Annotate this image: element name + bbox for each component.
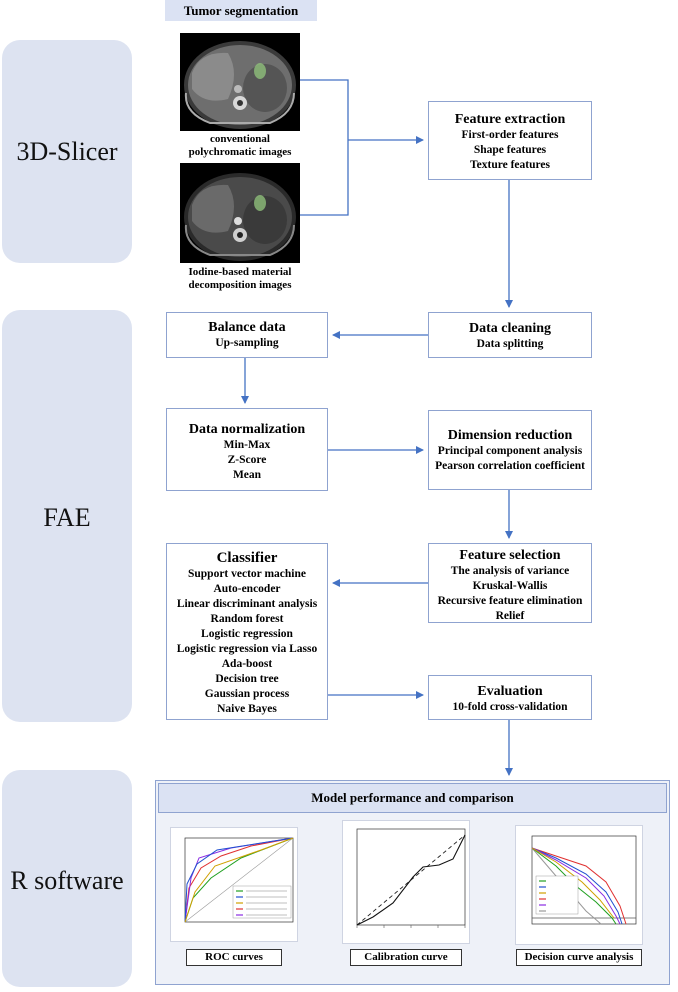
balance-data-box: Balance data Up-sampling [166,312,328,358]
feature-extraction-line: Texture features [470,159,550,171]
data-normalization-line: Mean [232,469,262,481]
data-cleaning-line: Data splitting [476,338,544,350]
feature-extraction-line: First-order features [461,129,559,141]
stage-3d-slicer: 3D-Slicer [2,40,132,263]
ct-conventional-image [180,33,300,131]
data-normalization-line: Min-Max [223,439,271,451]
balance-data-title: Balance data [208,320,286,335]
calibration-curve-label: Calibration curve [350,949,462,966]
stage-label-3d-slicer: 3D-Slicer [16,137,118,166]
dimension-reduction-box: Dimension reduction Principal component … [428,410,592,490]
classifier-line: Support vector machine [188,568,306,580]
classifier-line: Naive Bayes [217,703,277,715]
classifier-line: Decision tree [215,673,279,685]
feature-extraction-box: Feature extraction First-order features … [428,101,592,180]
balance-data-line: Up-sampling [215,337,279,349]
classifier-line: Random forest [210,613,284,625]
conventional-caption-line-1: conventional [210,133,270,145]
data-cleaning-title: Data cleaning [468,321,552,336]
classifier-line: Gaussian process [204,688,290,700]
iodine-caption: Iodine-based material decomposition imag… [160,266,320,292]
dimension-reduction-title: Dimension reduction [447,428,573,443]
conventional-caption-line-2: polychromatic images [188,146,292,158]
tumor-segmentation-header: Tumor segmentation [165,0,317,21]
iodine-caption-line-1: Iodine-based material [188,266,292,278]
decision-curve-plot [515,825,643,945]
feature-selection-line: The analysis of variance [450,565,570,577]
stage-fae: FAE [2,310,132,722]
data-normalization-title: Data normalization [188,422,306,437]
evaluation-box: Evaluation 10-fold cross-validation [428,675,592,720]
feature-selection-line: Recursive feature elimination [437,595,583,607]
iodine-caption-line-2: decomposition images [188,279,292,291]
stage-label-r-software: R software [10,866,124,895]
dimension-reduction-line: Principal component analysis [437,445,583,457]
evaluation-title: Evaluation [477,684,543,699]
dimension-reduction-line: Pearson correlation coefficient [435,460,585,472]
classifier-line: Ada-boost [221,658,273,670]
data-normalization-box: Data normalization Min-Max Z-Score Mean [166,408,328,491]
roc-curves-label: ROC curves [186,949,282,966]
data-cleaning-box: Data cleaning Data splitting [428,312,592,358]
classifier-box: Classifier Support vector machine Auto-e… [166,543,328,720]
feature-selection-box: Feature selection The analysis of varian… [428,543,592,623]
calibration-curve-plot [342,820,470,944]
model-performance-title: Model performance and comparison [311,790,514,805]
feature-extraction-title: Feature extraction [454,112,566,127]
decision-curve-analysis-label: Decision curve analysis [516,949,642,966]
roc-curves-plot [170,827,298,942]
stage-r-software: R software [2,770,132,987]
classifier-line: Logistic regression [201,628,293,640]
feature-selection-line: Relief [495,610,525,622]
model-performance-header: Model performance and comparison [158,783,667,813]
conventional-caption: conventional polychromatic images [165,133,315,159]
classifier-line: Linear discriminant analysis [176,598,318,610]
feature-selection-line: Kruskal-Wallis [472,580,548,592]
classifier-title: Classifier [216,550,278,566]
evaluation-line: 10-fold cross-validation [452,701,568,713]
feature-selection-title: Feature selection [459,548,561,563]
feature-extraction-line: Shape features [473,144,547,156]
stage-label-fae: FAE [43,503,91,532]
ct-iodine-image [180,163,300,263]
data-normalization-line: Z-Score [227,454,267,466]
classifier-line: Logistic regression via Lasso [176,643,318,655]
tumor-segmentation-label: Tumor segmentation [183,3,299,18]
classifier-line: Auto-encoder [213,583,281,595]
